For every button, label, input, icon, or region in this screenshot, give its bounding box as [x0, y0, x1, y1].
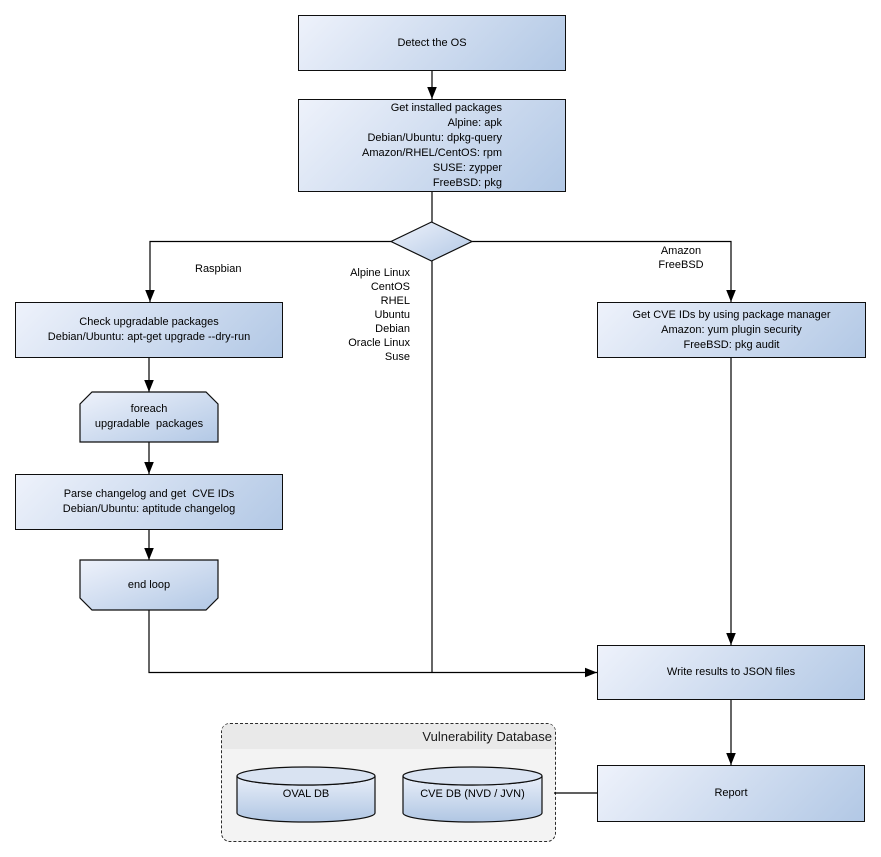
edge-label-os-list: Alpine Linux CentOS RHEL Ubuntu Debian O…: [348, 267, 410, 363]
node-get-installed: [298, 99, 566, 192]
vulnerability-database-cluster: Vulnerability Database: [221, 723, 556, 842]
cluster-title: Vulnerability Database: [422, 729, 552, 744]
node-get-cve-ids: [597, 302, 866, 358]
edge-decision-to-raspbian: [145, 240, 391, 302]
node-check-upgradable: [15, 302, 283, 358]
node-parse-changelog: [15, 474, 283, 530]
foreach-loop-label: foreach upgradable packages: [94, 403, 204, 430]
edge-endloop-to-json: [148, 610, 597, 678]
edge-decision-to-amazon: [472, 240, 736, 302]
end-loop-shape: [79, 559, 219, 611]
edge-label-raspbian: Raspbian: [195, 263, 242, 275]
node-report: [597, 765, 865, 822]
node-write-json: [597, 645, 865, 700]
edge-label-amazon-freebsd: Amazon FreeBSD: [658, 245, 704, 271]
decision-diamond: [389, 221, 474, 262]
foreach-loop-shape: [79, 391, 219, 443]
cluster-title-band: Vulnerability Database: [222, 724, 555, 749]
end-loop-label: end loop: [127, 578, 171, 591]
node-detect-os: [298, 15, 566, 71]
